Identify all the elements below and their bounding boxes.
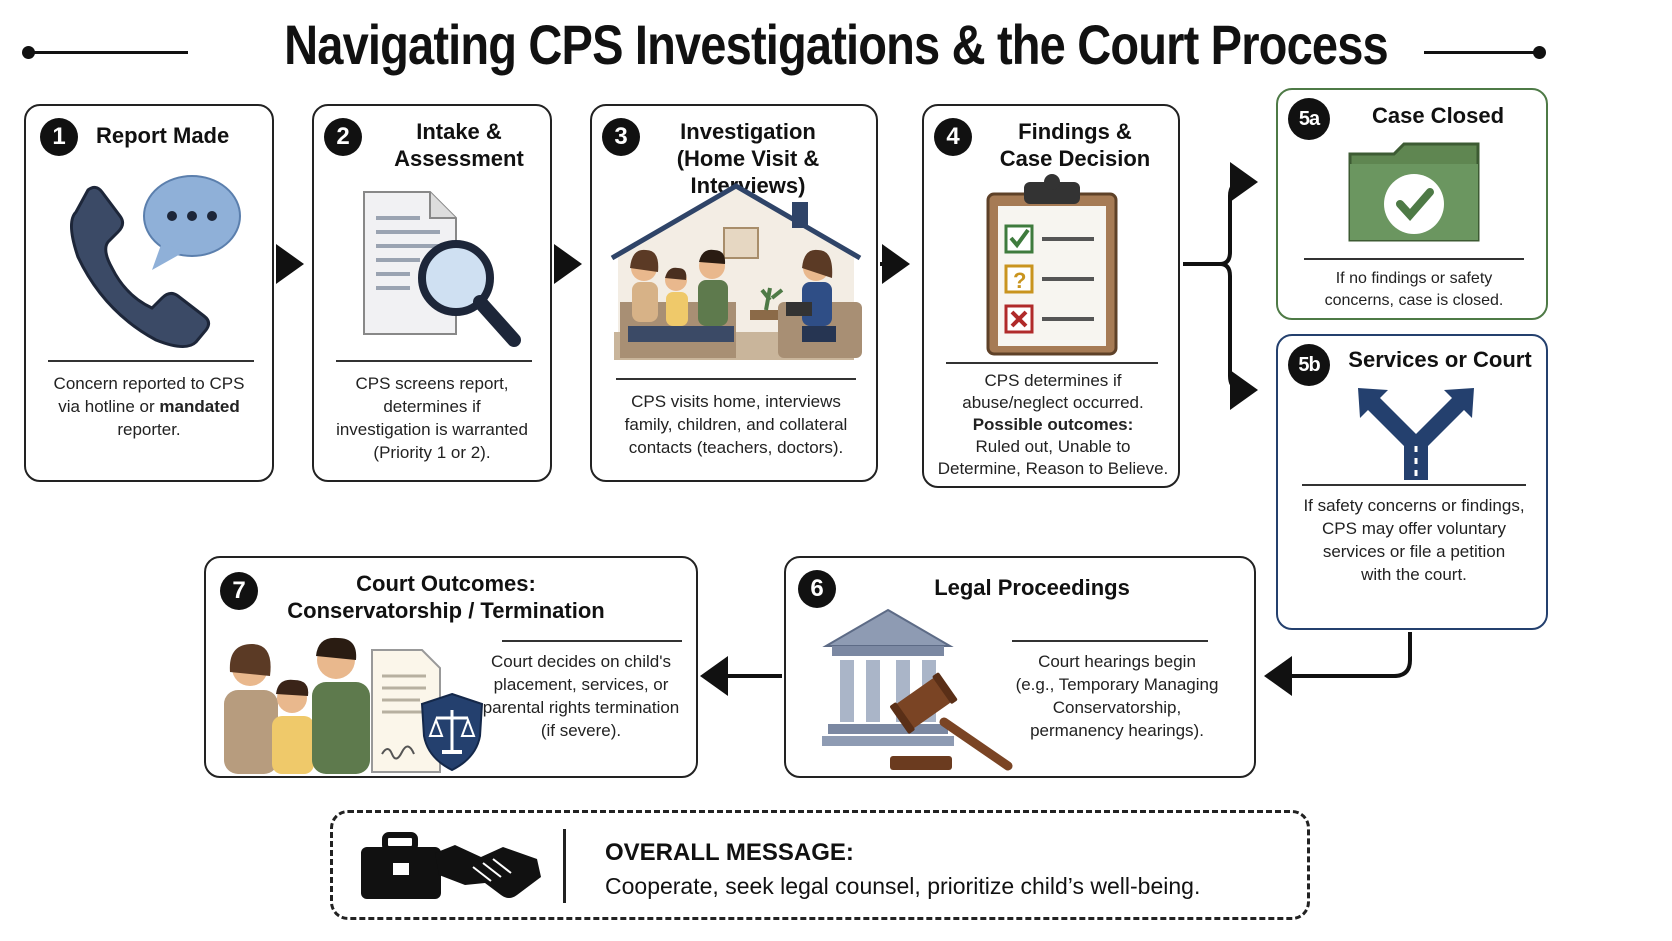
folder-check-icon [1348, 142, 1480, 242]
justice-shield-icon [420, 692, 484, 772]
speech-bubble-icon [143, 175, 241, 270]
step-1-description: Concern reported to CPS via hotline or m… [53, 374, 245, 439]
step-1-title: Report Made [96, 123, 230, 148]
legal-document-icon [371, 649, 441, 773]
gavel-icon [890, 672, 1013, 771]
home-visit-illustration [610, 183, 862, 360]
step-7-title: Court Outcomes:Conservatorship / Termina… [287, 571, 605, 623]
step-2-badge: 2 [324, 118, 362, 156]
step-2-title: Intake &Assessment [394, 119, 524, 171]
step-4-badge: 4 [934, 118, 972, 156]
arrow-4-split [1183, 162, 1258, 266]
step-4-divider [946, 362, 1158, 364]
title-row: Navigating CPS Investigations & the Cour… [0, 8, 1672, 88]
title-dot-left [22, 46, 35, 59]
step-1-divider [48, 360, 254, 362]
overall-message-box: OVERALL MESSAGE: Cooperate, seek legal c… [330, 810, 1310, 920]
step-5b-card: 5b Services or Court If safety concerns … [1276, 334, 1548, 630]
step-7-divider [502, 640, 682, 642]
clipboard-checklist-icon: ? [986, 174, 1118, 356]
step-1-badge: 1 [40, 118, 78, 156]
step-5b-title: Services or Court [1348, 347, 1532, 372]
fork-road-icon [1358, 388, 1474, 480]
step-6-badge: 6 [798, 570, 836, 608]
briefcase-icon [361, 832, 441, 899]
step-3-card: 3 Investigation(Home Visit & Interviews)… [590, 104, 878, 482]
step-3-badge: 3 [602, 118, 640, 156]
step-7-badge: 7 [220, 572, 258, 610]
step-3-divider [616, 378, 856, 380]
title-rule-right [1424, 51, 1539, 54]
step-5a-divider [1304, 258, 1524, 260]
step-6-card: 6 Legal Proceedings Court hearings begin… [784, 556, 1256, 778]
handshake-icon [435, 845, 541, 898]
title-rule-left [30, 51, 188, 54]
family-illustration [224, 637, 370, 774]
step-5b-divider [1302, 484, 1526, 486]
step-5b-description: If safety concerns or findings,CPS may o… [1303, 496, 1525, 584]
step-5a-title: Case Closed [1371, 103, 1505, 128]
step-6-title: Legal Proceedings [934, 575, 1130, 600]
arrow-4-5b [1219, 262, 1258, 410]
summary-text: Cooperate, seek legal counsel, prioritiz… [605, 873, 1201, 899]
svg-text:?: ? [1013, 268, 1026, 293]
step-6-description: Court hearings begin(e.g., Temporary Man… [1015, 652, 1219, 740]
step-1-card: 1 Report Made Concern reported to CPS vi… [24, 104, 274, 482]
title-dot-right [1533, 46, 1546, 59]
page-title: Navigating CPS Investigations & the Cour… [284, 13, 1389, 76]
step-4-card: 4 Findings &Case Decision ? CPS determin… [922, 104, 1180, 488]
step-5a-badge: 5a [1288, 98, 1330, 140]
step-2-description: CPS screens report,determines if investi… [336, 374, 528, 462]
arrow-5b-6 [1264, 632, 1412, 696]
step-7-card: 7 Court Outcomes:Conservatorship / Termi… [204, 556, 698, 778]
step-2-divider [336, 360, 532, 362]
summary-title: OVERALL MESSAGE: [605, 839, 854, 866]
step-6-divider [1012, 640, 1208, 642]
phone-icon [70, 185, 211, 348]
step-5b-badge: 5b [1288, 344, 1330, 386]
summary-separator [563, 829, 566, 903]
step-2-card: 2 Intake &Assessment CPS screens report,… [312, 104, 552, 482]
magnifier-icon [418, 240, 521, 347]
step-4-title: Findings &Case Decision [999, 119, 1151, 171]
